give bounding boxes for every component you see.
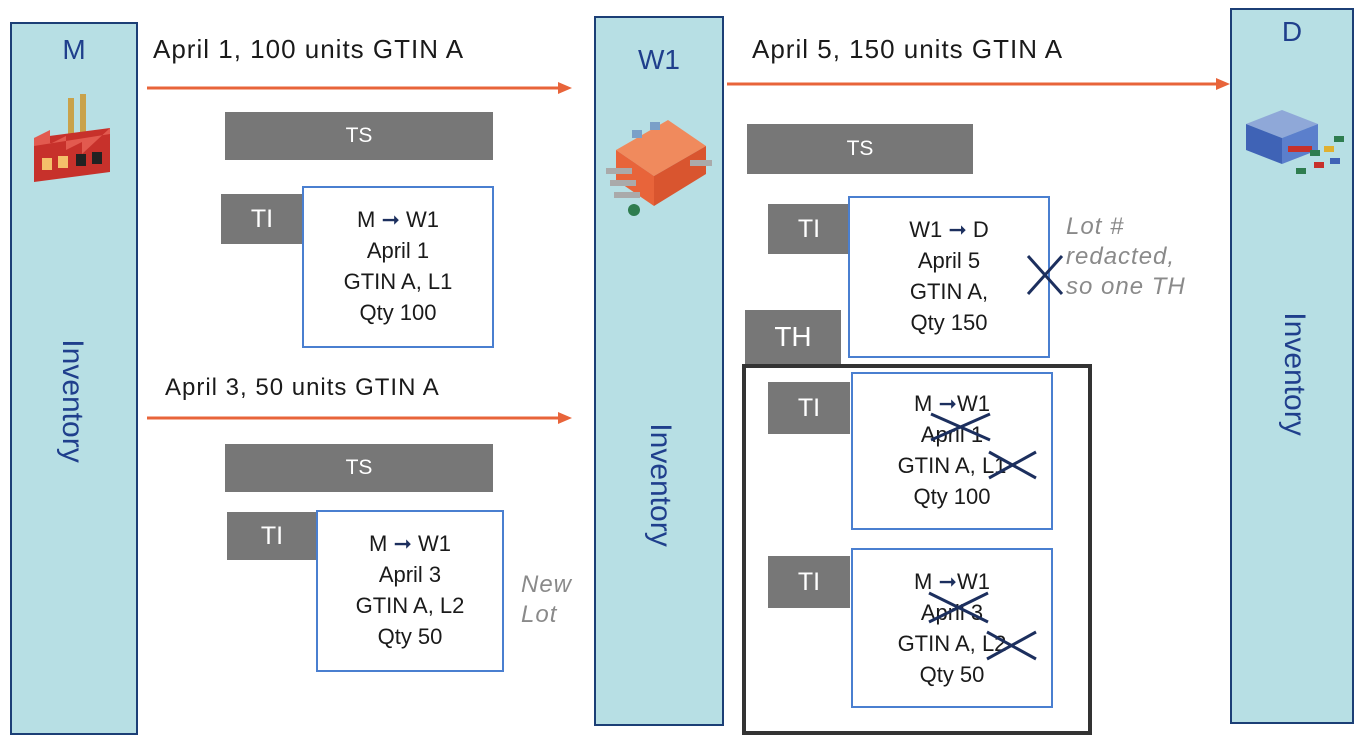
- redaction-cross-lot-april-5: [1026, 254, 1064, 296]
- ti-product: GTIN A, L1: [343, 269, 453, 294]
- ti-route: W1 ➞ D: [909, 217, 989, 242]
- ti-date: April 1: [920, 422, 984, 447]
- shipment-label-april-1: April 1, 100 units GTIN A: [153, 34, 465, 64]
- ti-qty: Qty 150: [910, 310, 988, 335]
- redaction-cross-date-april-3: [928, 591, 989, 624]
- ts-bar-april-1: TS: [225, 112, 493, 160]
- th-tag: TH: [745, 310, 841, 364]
- ti-box-april-3: M ➞ W1 April 3 GTIN A, L2 Qty 50: [316, 510, 504, 672]
- ti-route: M ➞W1: [914, 569, 990, 594]
- arrow-right-icon: ➞: [948, 217, 967, 242]
- ti-box-april-5: W1 ➞ D April 5 GTIN A, Qty 150: [848, 196, 1050, 358]
- ti-tag-th-april-3: TI: [768, 556, 850, 608]
- distributor-title: D: [1281, 16, 1303, 47]
- arrow-right-icon: ➞: [381, 207, 400, 232]
- ts-bar-april-3: TS: [225, 444, 493, 492]
- redaction-cross-lot-l1: [988, 450, 1037, 480]
- ti-date: April 3: [378, 562, 442, 587]
- ti-route: M ➞ W1: [356, 207, 439, 232]
- arrow-right-icon: ➞: [938, 391, 957, 416]
- th-ti-box-april-1: M ➞W1 April 1 GTIN A, L1 Qty 100: [851, 372, 1053, 530]
- arrowhead-april-5: [1216, 78, 1230, 90]
- redaction-cross-date-april-1: [930, 412, 991, 442]
- arrow-right-icon: ➞: [393, 531, 412, 556]
- ti-date: April 1: [366, 238, 430, 263]
- ti-route: M ➞W1: [914, 391, 990, 416]
- arrow-right-icon: ➞: [938, 569, 957, 594]
- factory-icon: [34, 94, 110, 182]
- ti-tag-april-1: TI: [221, 194, 303, 244]
- warehouse-title: W1: [638, 44, 680, 75]
- ti-qty: Qty 50: [919, 662, 985, 687]
- ti-qty: Qty 100: [913, 484, 991, 509]
- warehouse-column: W1 Inventory: [594, 16, 724, 726]
- ti-box-april-1: M ➞ W1 April 1 GTIN A, L1 Qty 100: [302, 186, 494, 348]
- arrowhead-april-1: [558, 82, 572, 94]
- new-lot-note: New Lot: [521, 571, 573, 628]
- ti-qty: Qty 100: [359, 300, 437, 325]
- ti-qty: Qty 50: [377, 624, 443, 649]
- manufacturer-title: M: [62, 34, 86, 65]
- ti-tag-th-april-1: TI: [768, 382, 850, 434]
- th-frame: [742, 364, 1092, 735]
- arrowhead-april-3: [558, 412, 572, 424]
- ti-product: GTIN A, L2: [355, 593, 465, 618]
- warehouse-icon: [606, 120, 712, 216]
- distribution-center-icon: [1246, 110, 1344, 174]
- ti-product: GTIN A,: [909, 279, 989, 304]
- ti-date: April 5: [917, 248, 981, 273]
- shipment-label-april-5: April 5, 150 units GTIN A: [752, 34, 1064, 64]
- redaction-cross-lot-l2: [986, 630, 1037, 661]
- ti-tag-april-5: TI: [768, 204, 850, 254]
- lot-redacted-note: Lot # redacted, so one TH: [1066, 213, 1186, 300]
- ti-product: GTIN A, L1: [897, 453, 1007, 478]
- ti-tag-april-3: TI: [227, 512, 317, 560]
- ti-route: M ➞ W1: [368, 531, 451, 556]
- shipment-label-april-3: April 3, 50 units GTIN A: [165, 374, 440, 401]
- th-ti-box-april-3: M ➞W1 April 3 GTIN A, L2 Qty 50: [851, 548, 1053, 708]
- ts-bar-april-5: TS: [747, 124, 973, 174]
